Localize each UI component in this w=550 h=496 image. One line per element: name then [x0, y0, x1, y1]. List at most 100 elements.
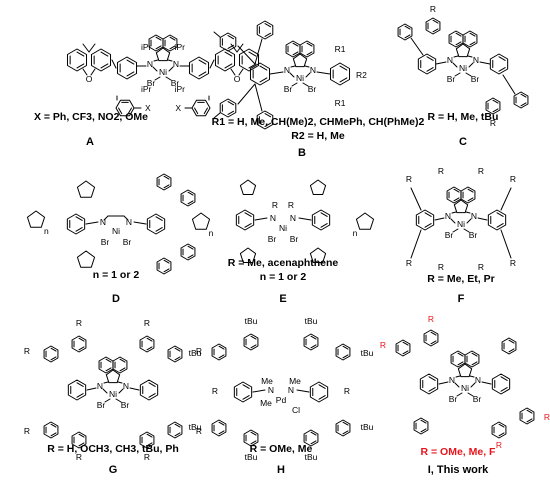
g-br2-label: Br	[121, 400, 130, 410]
bond	[450, 218, 456, 224]
g-letter: G	[109, 464, 118, 476]
a-n2-label: N	[173, 59, 179, 69]
a-metal-label: Ni	[159, 67, 167, 77]
f-letter: F	[458, 293, 465, 305]
b-caption-1: R1 = H, Me, CH(Me)2, CHMePh, CH(PhMe)2	[212, 116, 425, 128]
bond	[342, 430, 349, 435]
bond	[227, 35, 235, 40]
bond	[424, 223, 432, 228]
bond	[471, 352, 478, 357]
c-metal-label: Ni	[459, 63, 467, 73]
bond	[435, 61, 447, 65]
f-r-label-7: R	[510, 258, 516, 268]
ring-bonds	[309, 381, 329, 403]
g-r-label-3: R	[196, 346, 202, 356]
bond	[163, 175, 170, 180]
h-me1-label: Me	[261, 376, 273, 386]
d-n2-label: N	[126, 217, 132, 227]
i-n2-label: N	[475, 375, 481, 385]
bond	[292, 51, 299, 56]
ring-bonds	[139, 379, 159, 401]
a-letter: A	[86, 136, 94, 148]
d-n1-label: N	[100, 217, 106, 227]
d-n-label: n	[44, 226, 49, 236]
c-br2-label: Br	[471, 74, 480, 84]
bond	[520, 102, 527, 107]
bond	[250, 440, 257, 445]
a-br1-label: Br	[147, 78, 156, 88]
bond	[224, 63, 233, 69]
h-tbu-label-5: tBu	[361, 422, 374, 432]
bond	[426, 67, 434, 72]
f-r-label-1: R	[438, 166, 444, 176]
bond	[100, 51, 109, 57]
i-r-label-2: R	[544, 412, 550, 422]
bond	[155, 36, 162, 41]
ring-bonds	[491, 373, 511, 395]
f-n1-label: N	[445, 211, 451, 221]
c-n2-label: N	[473, 55, 479, 65]
bond	[90, 68, 96, 76]
bond	[118, 107, 123, 115]
bond	[129, 387, 140, 391]
bond	[78, 433, 85, 438]
ring-bonds	[311, 209, 331, 231]
ring-bonds	[115, 99, 135, 117]
bond	[508, 339, 515, 344]
ring-bonds	[419, 373, 439, 395]
bond	[104, 398, 111, 403]
bond	[402, 350, 409, 355]
bond	[169, 36, 176, 41]
bond	[163, 184, 170, 189]
g-caption: R = H, OCH3, CH3, tBu, Ph	[47, 443, 179, 455]
bond	[103, 381, 109, 384]
bond	[213, 112, 221, 119]
bond	[146, 346, 153, 351]
i-r-label-1: R	[380, 340, 386, 350]
h-tbu-label-3: tBu	[361, 348, 374, 358]
bond	[86, 387, 97, 391]
ring-bonds	[417, 53, 437, 75]
bond	[259, 77, 268, 83]
bond	[78, 337, 85, 342]
ring-bonds	[292, 53, 308, 68]
ring-bonds	[425, 17, 441, 35]
f-caption: R = Me, Et, Pr	[427, 273, 494, 285]
ring-bonds	[457, 363, 473, 378]
ring-bonds	[239, 247, 257, 263]
b-caption-2: R2 = H, Me	[291, 130, 345, 142]
bond	[146, 337, 153, 342]
f-br1-label: Br	[445, 230, 454, 240]
d-caption: n = 1 or 2	[93, 269, 140, 281]
ring-bonds	[116, 56, 138, 80]
ring-bonds	[355, 212, 375, 230]
bond	[50, 432, 57, 437]
h-me2-label: Me	[260, 398, 272, 408]
bond	[455, 32, 462, 37]
f-r-label-4: R	[406, 258, 412, 268]
bond	[469, 41, 476, 46]
bond	[105, 358, 112, 363]
bond	[320, 212, 328, 217]
bond	[496, 212, 504, 217]
ring-bonds	[453, 199, 469, 214]
bond	[126, 59, 135, 65]
h-caption: R = OMe, Me	[250, 443, 313, 455]
c-letter: C	[459, 136, 467, 148]
d-letter: D	[112, 293, 120, 305]
bond	[470, 382, 476, 388]
bond	[438, 381, 449, 385]
bond	[148, 393, 156, 398]
h-n2-label: N	[288, 385, 294, 395]
bond	[457, 352, 464, 357]
bond	[174, 423, 181, 428]
bond	[453, 197, 460, 202]
bond	[82, 68, 88, 76]
bond	[289, 72, 295, 78]
bond	[318, 395, 326, 400]
i-br1-label: Br	[449, 394, 458, 404]
bond	[50, 423, 57, 428]
bond	[174, 356, 181, 361]
bond	[455, 41, 462, 46]
